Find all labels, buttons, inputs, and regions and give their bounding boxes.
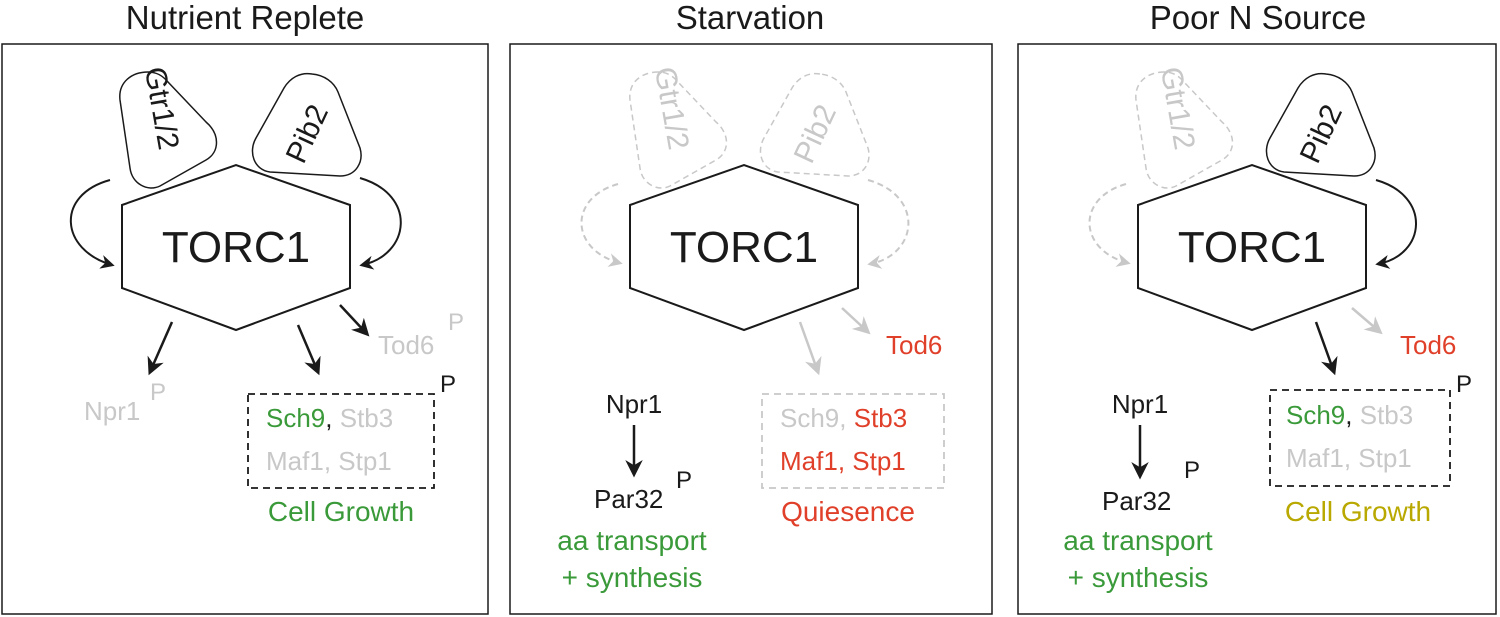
comma: , — [839, 403, 846, 433]
stp1-label: Stp1 — [852, 446, 906, 476]
panel-title-starvation: Starvation — [675, 0, 825, 36]
panel-frame — [509, 43, 993, 615]
sch9-label: Sch9 — [266, 403, 325, 433]
panel-starvation: Gtr1/2 Pib2 TORC1 Tod6 Npr1 Par32 P aa t… — [509, 43, 993, 615]
panel-poor-n-source: Gtr1/2 Pib2 TORC1 Tod6 Npr1 Par32 P aa t… — [1017, 43, 1497, 615]
comma: , — [838, 446, 845, 476]
targets-row-2: Maf1, Stp1 — [266, 446, 392, 476]
comma: , — [1344, 443, 1351, 473]
targets-box — [761, 393, 945, 489]
targets-row-1: Sch9, Stb3 — [780, 403, 907, 433]
pib2-node: Pib2 — [251, 72, 362, 177]
stb3-label: Stb3 — [340, 403, 394, 433]
panel-frame — [1, 43, 489, 615]
comma: , — [324, 446, 331, 476]
targets-row-2: Maf1, Stp1 — [1286, 443, 1412, 473]
outcome-label: Cell Growth — [268, 496, 414, 527]
tod6-phospho: P — [448, 309, 464, 336]
gtr-node: Gtr1/2 — [629, 64, 728, 189]
maf1-label: Maf1 — [266, 446, 324, 476]
gtr-node: Gtr1/2 — [119, 64, 218, 189]
aa-transport-line-2: + synthesis — [562, 562, 703, 593]
sch9-label: Sch9 — [1286, 400, 1345, 430]
box-phospho: P — [1456, 371, 1472, 398]
par32-phospho: P — [1184, 457, 1200, 484]
targets-row-1: Sch9, Stb3 — [266, 403, 393, 433]
torc-to-box-arrow — [1314, 321, 1338, 376]
aa-transport-line-1: aa transport — [557, 525, 707, 556]
maf1-label: Maf1 — [780, 446, 838, 476]
torc-to-box-arrow — [798, 321, 822, 376]
torc-to-box-arrow — [296, 324, 321, 376]
par32-phospho: P — [676, 467, 692, 494]
comma: , — [325, 403, 332, 433]
npr1-label: Npr1 — [606, 389, 662, 419]
npr1-phospho: P — [150, 379, 166, 406]
targets-row-2: Maf1, Stp1 — [780, 446, 906, 476]
torc-to-tod6-arrow — [1351, 307, 1383, 335]
panel-frame — [1017, 43, 1497, 615]
torc1-node: TORC1 — [121, 163, 351, 332]
outcome-label: Cell Growth — [1285, 496, 1431, 527]
targets-box — [1269, 389, 1451, 487]
par32-label: Par32 — [594, 484, 663, 514]
maf1-label: Maf1 — [1286, 443, 1344, 473]
torc1-label: TORC1 — [1178, 223, 1326, 272]
pib2-to-torc-arrow — [867, 179, 910, 269]
npr1-label: Npr1 — [1112, 389, 1168, 419]
box-phospho: P — [440, 371, 456, 398]
tod6-label: Tod6 — [1400, 330, 1456, 360]
gtr-to-torc-arrow — [580, 183, 623, 267]
pib2-to-torc-arrow — [1375, 179, 1417, 269]
stp1-label: Stp1 — [338, 446, 392, 476]
aa-transport-line-1: aa transport — [1063, 525, 1213, 556]
stb3-label: Stb3 — [1360, 400, 1414, 430]
panel-title-nutrient-replete: Nutrient Replete — [125, 0, 365, 36]
outcome-label: Quiesence — [781, 496, 915, 527]
tod6-label: Tod6 — [886, 330, 942, 360]
gtr-to-torc-arrow — [69, 179, 115, 269]
torc-to-tod6-arrow — [841, 307, 871, 335]
sch9-label: Sch9 — [780, 403, 839, 433]
gtr-to-torc-arrow — [1088, 183, 1131, 267]
gtr-node: Gtr1/2 — [1135, 64, 1234, 189]
pib2-node: Pib2 — [759, 72, 870, 177]
torc-to-npr1-arrow — [147, 321, 174, 376]
targets-box — [247, 393, 435, 489]
npr1-label: Npr1 — [84, 396, 140, 426]
panel-nutrient-replete: Gtr1/2 Pib2 TORC1 Tod6 P Npr1 P P Sch9, … — [1, 43, 489, 615]
stb3-label: Stb3 — [854, 403, 908, 433]
par32-label: Par32 — [1102, 486, 1171, 516]
targets-row-1: Sch9, Stb3 — [1286, 400, 1413, 430]
panel-title-poor-n-source: Poor N Source — [1149, 0, 1367, 36]
torc1-label: TORC1 — [162, 223, 310, 272]
aa-transport-line-2: + synthesis — [1068, 562, 1209, 593]
torc1-node: TORC1 — [1137, 163, 1367, 332]
pib2-node: Pib2 — [1265, 72, 1376, 177]
torc1-label: TORC1 — [670, 223, 818, 272]
comma: , — [1345, 400, 1352, 430]
torc-to-tod6-arrow — [339, 304, 370, 337]
stp1-label: Stp1 — [1358, 443, 1412, 473]
tod6-label: Tod6 — [378, 330, 434, 360]
torc1-node: TORC1 — [629, 163, 859, 332]
pib2-to-torc-arrow — [359, 177, 402, 270]
